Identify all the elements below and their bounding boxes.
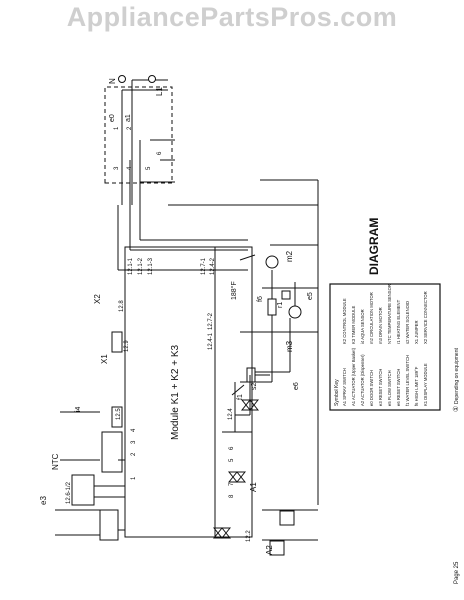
module-label: Module K1 + K2 + K3 xyxy=(170,344,181,440)
legend-item: r1 HEATING ELEMENT xyxy=(396,299,401,344)
component-e3: e3 xyxy=(39,496,48,505)
legend-item: K1 DISPLAY MODULE xyxy=(423,363,428,406)
legend-item: e5 FLOW SWITCH xyxy=(387,370,392,406)
terminal-12-5: 12.5 xyxy=(116,408,122,420)
wiring-diagram: N L1 e0 a1 1 2 3 4 5 6 12.1-1 12.1-2 12.… xyxy=(39,75,460,584)
mains-n-label: N xyxy=(108,78,117,84)
footnote: Depending on equipment xyxy=(454,348,460,404)
switch-pin-6: 6 xyxy=(157,151,163,155)
legend-item: NTC TEMPERATURE SENSOR xyxy=(387,284,392,344)
switch-pin-5: 5 xyxy=(146,166,152,170)
component-x1: X1 xyxy=(100,354,109,364)
switch-pin-1: 1 xyxy=(114,126,120,130)
legend-item: K3 TIMER MODULE xyxy=(351,305,356,344)
legend-item: X2 SERVICE CONNECTOR xyxy=(423,291,428,344)
terminal-12-7-1: 12.7-1 xyxy=(201,257,207,275)
component-x2: X2 xyxy=(93,294,102,304)
temperature-label: 188°F xyxy=(230,281,238,300)
watermark: AppliancePartsPros.com xyxy=(66,2,398,32)
terminal-12-1-1: 12.1-1 xyxy=(128,257,134,275)
pin-number-8: 8 xyxy=(229,494,235,498)
component-e5: e5 xyxy=(307,292,314,300)
legend-item: e3 RESET SWITCH xyxy=(378,369,383,406)
legend-item: s2 WATER SOLENOID xyxy=(405,301,410,344)
component-f6: f6 xyxy=(257,296,264,302)
legend-item: A1 ACTUATOR (Upper Basket) xyxy=(351,347,356,406)
legend-item: m2 CIRCULATION MOTOR xyxy=(369,292,374,344)
component-m2: m2 xyxy=(285,250,294,262)
mains-l1-label: L1 xyxy=(155,87,164,96)
footnote-marker: ① xyxy=(452,406,460,412)
terminal-12-4-2: 12.4-2 xyxy=(210,257,216,275)
component-a1: A1 xyxy=(249,482,258,492)
switch-a1-label: a1 xyxy=(125,114,132,122)
terminal-12-6-1-2: 12.6-1/2 xyxy=(66,481,72,504)
pin-number-6: 6 xyxy=(229,446,235,450)
terminal-12-2: 12.2 xyxy=(246,530,252,542)
switch-e0-label: e0 xyxy=(109,114,116,122)
terminal-12-1-3: 12.1-3 xyxy=(148,257,154,275)
component-f1: f1 xyxy=(237,394,244,400)
terminal-12-1-2: 12.1-2 xyxy=(138,257,144,275)
legend-heading: Symbol Key xyxy=(334,379,340,406)
switch-pin-3: 3 xyxy=(114,166,120,170)
pin-number-5: 5 xyxy=(229,458,235,462)
pin-number-7: 7 xyxy=(229,482,235,486)
pin-number-4: 4 xyxy=(131,428,137,432)
component-i4: i4 xyxy=(75,406,82,412)
component-e6: e6 xyxy=(293,382,300,390)
legend-item: f6 HIGH LIMIT 189°F xyxy=(414,366,419,406)
legend-item: e0 DOOR SWITCH xyxy=(369,370,374,406)
mains-terminal-l1 xyxy=(148,75,156,83)
terminal-12-7-2: 12.7-2 xyxy=(208,312,214,330)
pin-number-1: 1 xyxy=(131,476,137,480)
legend-item: X1 JUMPER xyxy=(414,320,419,344)
legend-item: K2 CONTROL MODULE xyxy=(342,298,347,344)
terminal-12-8: 12.8 xyxy=(119,300,125,312)
terminal-12-9: 12.9 xyxy=(124,340,130,352)
legend-item: m3 DRAIN MOTOR xyxy=(378,307,383,344)
component-m3: m3 xyxy=(285,340,294,352)
legend-item: A1 SPRAY SWITCH xyxy=(342,368,347,406)
component-r1: r1 xyxy=(277,302,284,308)
terminal-12-4-1: 12.4-1 xyxy=(208,332,214,350)
page-label: Page 25 xyxy=(454,561,460,584)
switch-pin-2: 2 xyxy=(127,126,133,130)
pin-number-2: 2 xyxy=(131,452,137,456)
component-ntc: NTC xyxy=(51,453,60,470)
legend-item: A2 ACTUATOR (Dispenser) xyxy=(360,354,365,406)
component-s2: s2 xyxy=(251,383,258,391)
switch-pin-4: 4 xyxy=(127,166,133,170)
terminal-12-4: 12.4 xyxy=(228,408,234,420)
legend-item: i4 AQUA SENSOR xyxy=(360,309,365,344)
mains-terminal-n xyxy=(118,75,126,83)
diagram-title: DIAGRAM xyxy=(367,218,381,275)
component-a2: A2 xyxy=(265,545,274,555)
legend-item: f1 WATER LEVEL SWITCH xyxy=(405,355,410,406)
legend: Symbol Key A1 SPRAY SWITCH A1 ACTUATOR (U… xyxy=(329,283,441,411)
legend-item: e6 RESET SWITCH xyxy=(396,369,401,406)
pin-number-3: 3 xyxy=(131,440,137,444)
